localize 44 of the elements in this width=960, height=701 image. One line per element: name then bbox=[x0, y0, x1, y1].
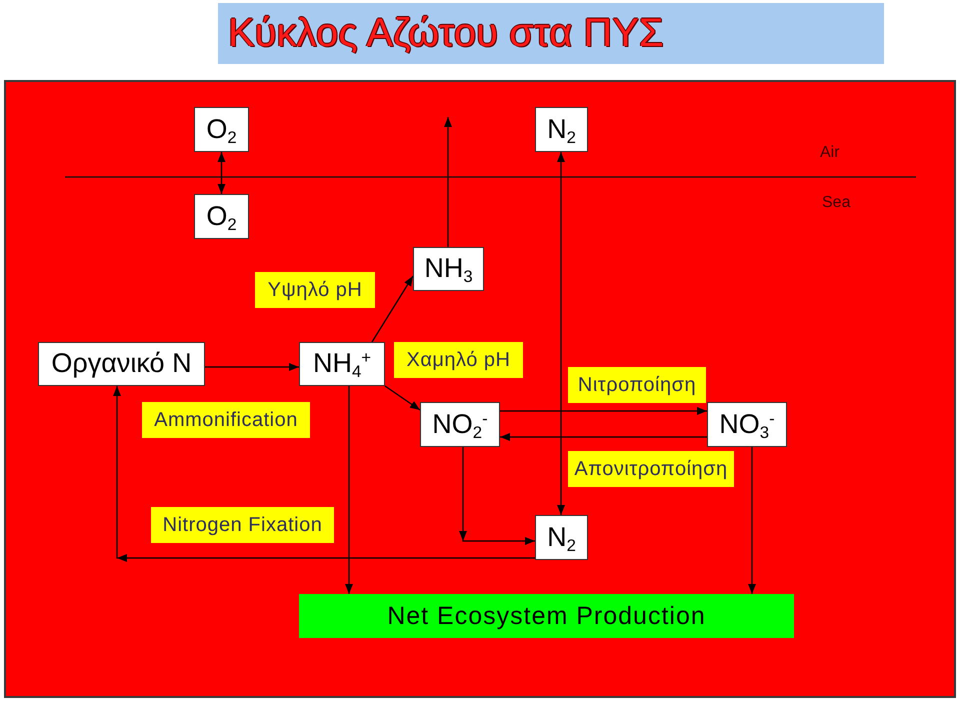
double-arrow bbox=[218, 152, 226, 194]
label-box bbox=[568, 367, 706, 403]
label-box bbox=[151, 507, 334, 543]
species-box bbox=[413, 247, 484, 291]
label-box bbox=[394, 342, 523, 378]
arrow bbox=[371, 276, 414, 342]
species-box bbox=[535, 515, 588, 560]
process-name: Απονιτροποίηση bbox=[574, 458, 728, 480]
species-box bbox=[707, 402, 787, 447]
arrow bbox=[459, 447, 535, 545]
species-name: O$_{2}$ bbox=[206, 114, 237, 146]
process-name: Χαμηλό pH bbox=[406, 348, 510, 372]
title: Κύκλος Αζώτου στα ΠΥΣ bbox=[228, 10, 664, 56]
species-box bbox=[299, 342, 385, 386]
arrow bbox=[345, 386, 353, 594]
process-name: Υψηλό pH bbox=[268, 278, 362, 302]
arrow bbox=[205, 363, 299, 371]
double-arrow bbox=[557, 152, 565, 515]
arrow bbox=[748, 447, 756, 594]
zone-label: Sea bbox=[822, 194, 850, 212]
species-box bbox=[194, 194, 249, 239]
label-box bbox=[255, 272, 375, 308]
arrow bbox=[500, 407, 707, 415]
arrow bbox=[113, 386, 535, 562]
species-name: N$_{2}$ bbox=[547, 522, 576, 554]
species-box bbox=[38, 342, 205, 386]
species-box bbox=[420, 402, 500, 447]
species-name: Οργανικό N bbox=[51, 348, 192, 380]
species-name: O$_{2}$ bbox=[206, 200, 237, 232]
species-name: N$_{2}$ bbox=[547, 114, 576, 146]
label-box bbox=[142, 402, 310, 438]
output-name: Net Ecosystem Production bbox=[387, 602, 706, 630]
species-box bbox=[535, 107, 588, 152]
process-name: Ammonification bbox=[154, 408, 298, 432]
process-name: Nitrogen Fixation bbox=[162, 514, 322, 536]
label-box bbox=[568, 451, 734, 487]
output-bar bbox=[299, 594, 794, 638]
species-name: NH$_{3}$ bbox=[424, 253, 473, 285]
arrow bbox=[384, 385, 420, 411]
process-name: Νιτροποίηση bbox=[578, 374, 696, 396]
species-box bbox=[194, 107, 249, 152]
zone-label: Air bbox=[820, 144, 840, 162]
arrow bbox=[444, 117, 452, 247]
arrow bbox=[500, 433, 707, 441]
